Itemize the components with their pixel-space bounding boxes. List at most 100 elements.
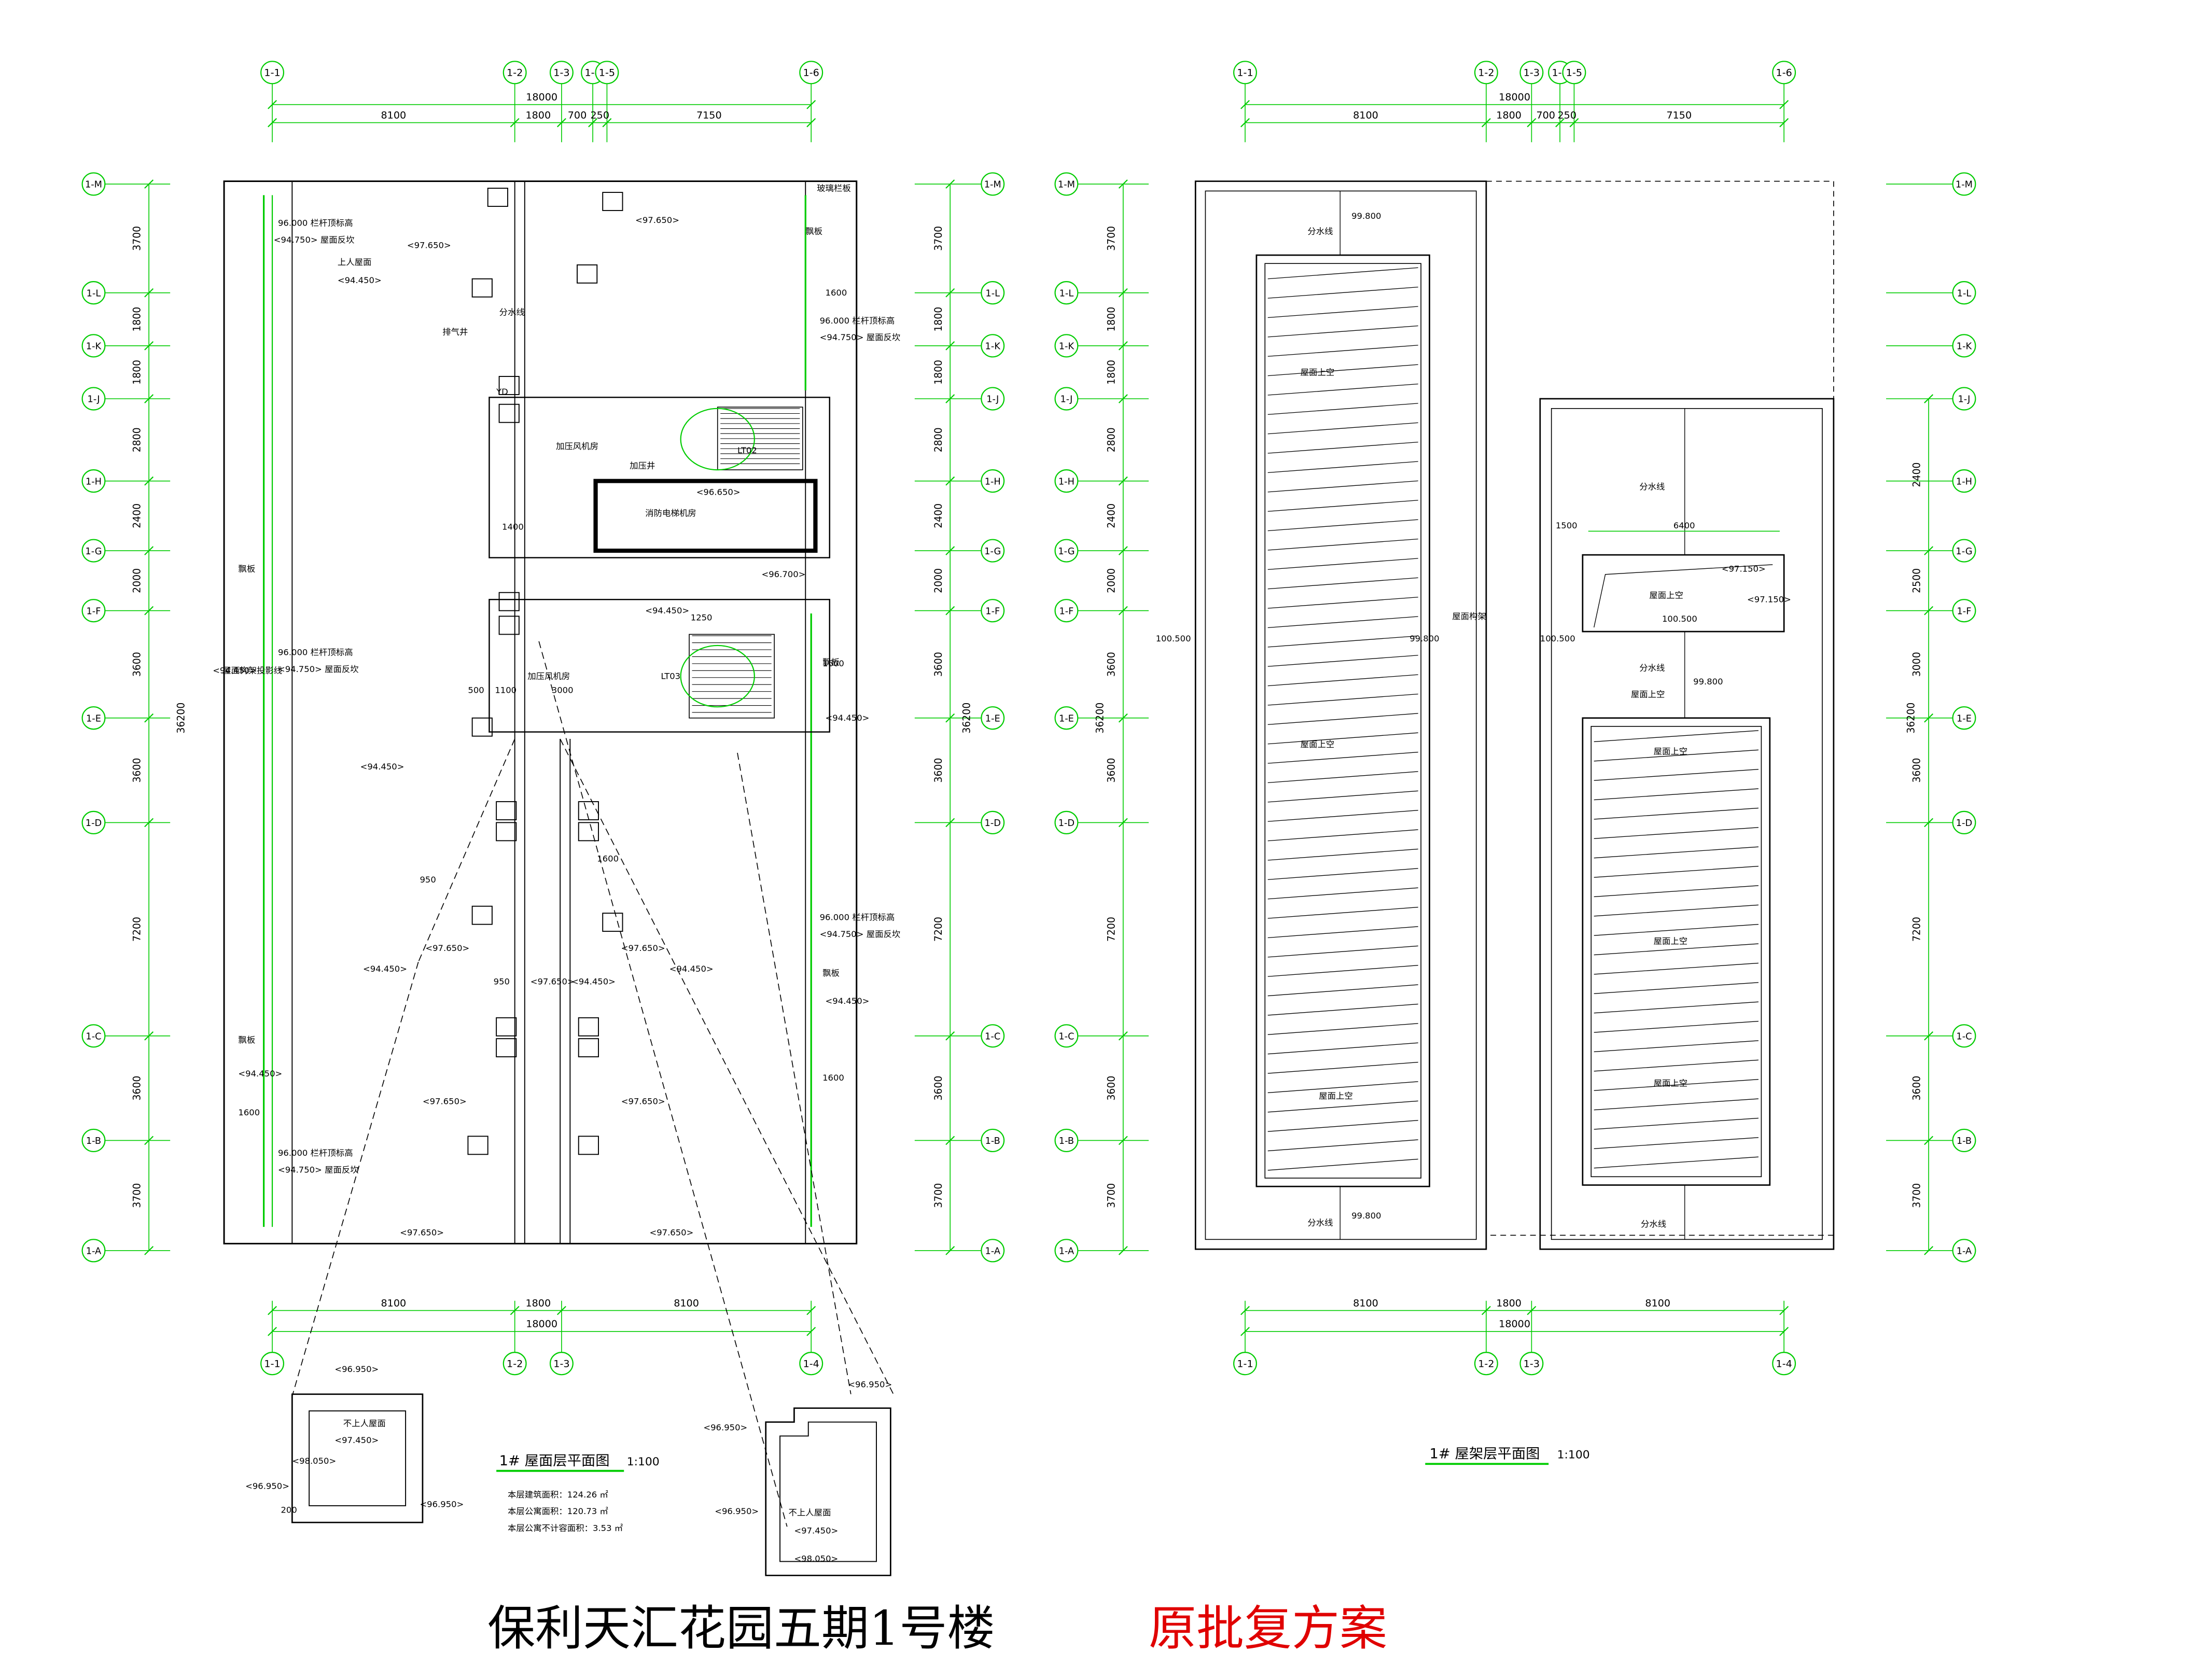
louver-slat xyxy=(1594,865,1759,878)
dimension-label: 2800 xyxy=(132,427,143,452)
axis-label: 1-J xyxy=(986,395,999,405)
dimension-tick xyxy=(945,476,955,486)
louver-slat xyxy=(1267,674,1418,687)
axis-bubble xyxy=(1054,387,1079,411)
roof-frame-outline xyxy=(1539,398,1835,1250)
scheme-status: 原批复方案 xyxy=(1149,1601,1388,1656)
axis-label: 1-1 xyxy=(264,1359,280,1370)
louver-slat xyxy=(1267,403,1418,415)
louver-slat xyxy=(1594,1137,1759,1149)
dimension-tick xyxy=(1779,1306,1789,1315)
louver-slat xyxy=(1594,1040,1759,1053)
plan-label: 100.500 xyxy=(1662,614,1697,624)
louver-slat xyxy=(1267,868,1418,880)
axis-label: 1-1 xyxy=(1237,67,1253,79)
louver-slat xyxy=(1267,500,1418,512)
dimension-tick xyxy=(1118,1031,1128,1041)
plan-label: 屋面构架投影线 xyxy=(222,666,282,676)
louver-slat xyxy=(1267,441,1418,454)
axis-label: 1-4 xyxy=(803,1359,819,1370)
axis-bubble xyxy=(1474,1352,1498,1376)
louver-slat xyxy=(1594,924,1759,936)
exhaust-shaft xyxy=(498,403,520,423)
louver-slat xyxy=(1594,1001,1759,1014)
axis-bubble xyxy=(1952,810,1976,834)
louver-slat xyxy=(1267,364,1418,376)
dimension-label: 1800 xyxy=(132,307,143,332)
elevation-label: <94.450> xyxy=(669,964,714,974)
louver-slat xyxy=(1594,564,1773,628)
axis-bubble xyxy=(981,172,1005,196)
dimension-tick xyxy=(602,118,612,128)
axis-bubble xyxy=(981,281,1005,305)
dimension-tick xyxy=(945,1031,955,1041)
axis-label: 1-A xyxy=(985,1247,1000,1257)
plan-label: 99.800 xyxy=(1351,1211,1381,1221)
axis-label: 1-A xyxy=(1957,1247,1972,1257)
louver-slat xyxy=(1267,751,1418,764)
plan-label: 玻璃栏板 xyxy=(817,183,851,193)
stair-lt02 xyxy=(717,407,803,470)
dimension-label: 8100 xyxy=(1353,110,1378,121)
dimension-tick xyxy=(144,341,154,351)
elevation-label: <94.750> 屋面反坎 xyxy=(278,664,359,674)
axis-bubble xyxy=(799,1352,824,1376)
dimension-tick xyxy=(1481,1306,1491,1315)
axis-label: 1-H xyxy=(86,477,102,487)
dimension-tick xyxy=(945,179,955,189)
axis-bubble xyxy=(595,61,619,85)
axis-bubble xyxy=(1952,599,1976,623)
dimension-total: 36200 xyxy=(961,703,972,734)
dimension-label: 3600 xyxy=(1106,1076,1117,1101)
detail-label: <98.050> xyxy=(794,1554,838,1564)
dimension-label: 250 xyxy=(1558,110,1577,121)
plan-label: 1100 xyxy=(495,685,517,695)
axis-bubble xyxy=(1772,1352,1796,1376)
dimension-label: 2800 xyxy=(1106,427,1117,452)
plan-label: 950 xyxy=(420,875,436,885)
exhaust-shaft xyxy=(487,188,508,207)
louver-slat xyxy=(1594,749,1759,762)
drawing-scale: 1:100 xyxy=(627,1455,660,1468)
detail-inset-left: <96.950>不上人屋面<97.450><98.050><96.950><96… xyxy=(245,1364,464,1523)
dimension-label: 3000 xyxy=(1911,652,1923,677)
axis-label: 1-C xyxy=(1058,1032,1074,1042)
dimension-label: 7200 xyxy=(132,917,143,942)
plan-label: 1600 xyxy=(822,659,844,668)
louver-slat xyxy=(1267,887,1418,900)
dimension-label: 3600 xyxy=(1106,652,1117,677)
projection-line xyxy=(538,641,788,1527)
plan-label: <96.700> xyxy=(761,569,805,579)
axis-label: 1-3 xyxy=(553,67,569,79)
exhaust-shaft xyxy=(498,592,520,611)
area-note: 本层公寓不计容面积：3.53 ㎡ xyxy=(508,1523,623,1533)
plan-label: 排气井 xyxy=(442,327,468,337)
dimension-label: 2500 xyxy=(1911,568,1923,593)
dimension-tick xyxy=(144,1136,154,1145)
dimension-tick xyxy=(1118,606,1128,615)
axis-label: 1-K xyxy=(1059,342,1074,352)
dimension-tick xyxy=(510,1306,520,1315)
plan-label: 分水线 xyxy=(1639,482,1665,492)
axis-bubble xyxy=(81,281,106,305)
dimension-label: 3600 xyxy=(132,1076,143,1101)
axis-bubble xyxy=(1054,599,1079,623)
plan-label: <97.650> xyxy=(531,976,575,986)
axis-bubble xyxy=(1952,281,1976,305)
louver-slat xyxy=(1267,461,1418,473)
skylight-frame xyxy=(1590,726,1762,1178)
dimension-tick xyxy=(945,1246,955,1255)
louver-slat xyxy=(1594,904,1759,917)
dimension-tick xyxy=(1118,1246,1128,1255)
dimension-tick xyxy=(945,1136,955,1145)
louver-slat xyxy=(1267,286,1418,299)
plan-label: 500 xyxy=(468,685,484,695)
dimension-label: 8100 xyxy=(674,1298,699,1309)
roof-frame-outline xyxy=(1551,408,1823,1240)
detail-outline xyxy=(309,1410,407,1506)
axis-label: 1-6 xyxy=(1776,67,1792,79)
dimension-label: 18000 xyxy=(1499,1319,1530,1330)
axis-label: 1-A xyxy=(1059,1247,1074,1257)
elevation-label: <94.450> xyxy=(826,713,870,723)
louver-slat xyxy=(1267,422,1418,435)
